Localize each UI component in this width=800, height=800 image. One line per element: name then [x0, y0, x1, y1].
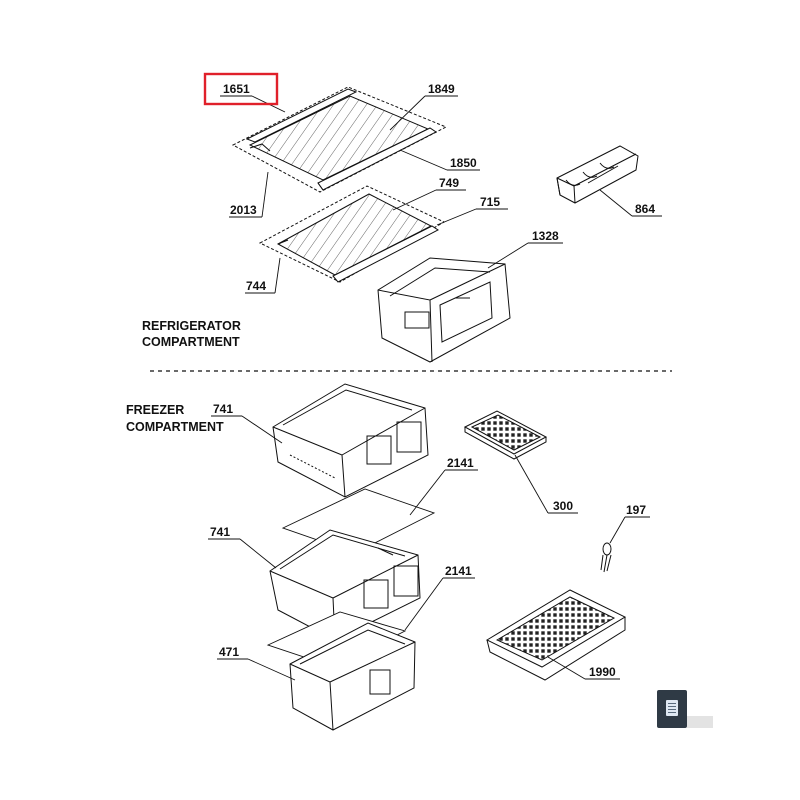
- callout-2141-lower: 2141: [445, 564, 472, 578]
- callout-744: 744: [246, 279, 266, 293]
- callout-2013: 2013: [230, 203, 257, 217]
- wire-basket-1990: [487, 590, 625, 680]
- upper-glass-shelf: [233, 87, 446, 192]
- freezer-drawer-top: [273, 384, 428, 497]
- callout-715: 715: [480, 195, 500, 209]
- shelf-dashed-outline: [233, 87, 446, 192]
- clipboard-icon: [666, 700, 678, 716]
- shelf-glass: [278, 194, 431, 275]
- leader-lines: [208, 95, 662, 681]
- callout-1850: 1850: [450, 156, 477, 170]
- callout-1990: 1990: [589, 665, 616, 679]
- shelf-rear-trim: [247, 89, 356, 142]
- callout-741-top: 741: [213, 402, 233, 416]
- ice-scoop-197: [601, 543, 611, 572]
- widget-strip: [687, 716, 713, 728]
- ice-tray-300: [465, 411, 546, 459]
- lower-glass-shelf: [260, 186, 444, 282]
- callout-2141-upper: 2141: [447, 456, 474, 470]
- callout-741-middle: 741: [210, 525, 230, 539]
- refrigerator-compartment-caption: REFRIGERATOR COMPARTMENT: [142, 319, 244, 349]
- callout-1849: 1849: [428, 82, 455, 96]
- callout-1328: 1328: [532, 229, 559, 243]
- crisper-drawer-1328: [378, 258, 510, 362]
- freezer-compartment-caption: FREEZER COMPARTMENT: [126, 403, 224, 434]
- callout-1651: 1651: [223, 82, 250, 96]
- callout-749: 749: [439, 176, 459, 190]
- shelf-front-trim: [333, 226, 438, 282]
- clipboard-widget[interactable]: [657, 690, 713, 728]
- callout-300: 300: [553, 499, 573, 513]
- callout-864: 864: [635, 202, 655, 216]
- highlight-box: [203, 72, 279, 106]
- callout-labels: 1651 1849 1850 2013 749 715 744 864 1328…: [210, 82, 655, 679]
- callout-197: 197: [626, 503, 646, 517]
- callout-471: 471: [219, 645, 239, 659]
- door-bin-864: [557, 146, 638, 203]
- freezer-drawer-bottom: [290, 623, 415, 730]
